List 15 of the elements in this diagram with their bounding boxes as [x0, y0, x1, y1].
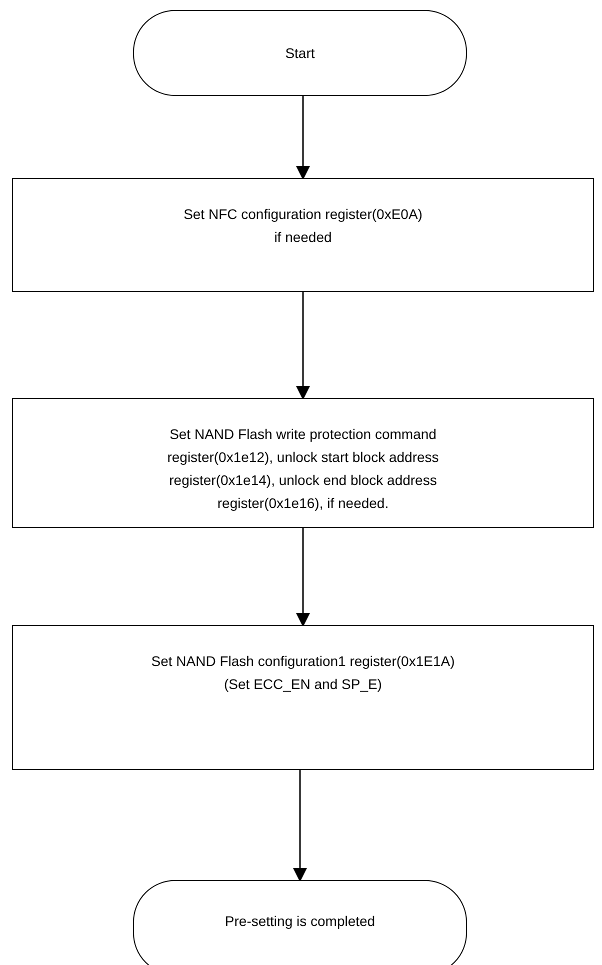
step-text: (Set ECC_EN and SP_E) [224, 675, 382, 694]
arrow [293, 770, 307, 882]
step-text: Set NAND Flash write protection command register(0x1e12), unlock start block address register(0x1e14), unlock end block address register(0x1e16), if needed. [166, 425, 440, 513]
process-box [12, 178, 594, 292]
arrow [296, 96, 310, 180]
step-text: Set NFC configuration register(0xE0A) [184, 205, 422, 224]
process-box [12, 625, 594, 770]
terminal-shape [133, 880, 467, 965]
step-text: Pre-setting is completed [224, 912, 376, 931]
step-text: Set NAND Flash configuration1 register(0x1E1A) [151, 652, 455, 671]
step-text: if needed [274, 228, 332, 247]
process-box [12, 398, 594, 528]
arrow [296, 528, 310, 627]
step-text: Start [285, 44, 315, 62]
arrow [296, 292, 310, 400]
